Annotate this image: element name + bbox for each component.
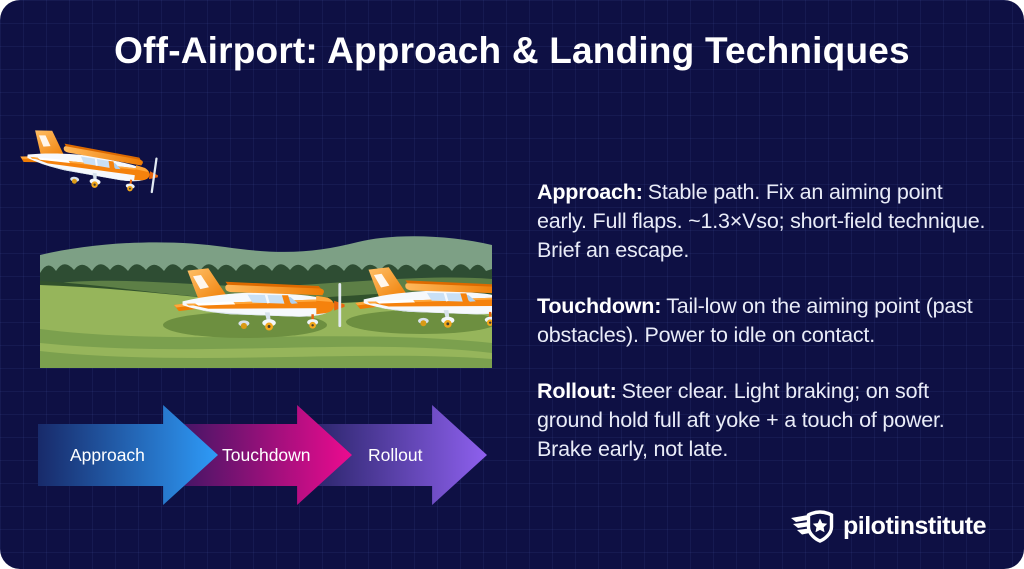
flow-step-label: Approach <box>70 445 145 465</box>
note-rollout: Rollout:Steer clear. Light braking; on s… <box>537 377 989 464</box>
note-rollout-text: Steer clear. Light braking; on soft grou… <box>537 379 945 461</box>
brand-name: pilotinstitute <box>843 512 986 540</box>
winged-star-badge-icon <box>791 510 834 543</box>
page-title: Off-Airport: Approach & Landing Techniqu… <box>114 30 910 71</box>
flow-arrow-approach: Approach <box>38 405 218 505</box>
note-touchdown: Touchdown:Tail-low on the aiming point (… <box>537 292 989 350</box>
flow-arrows: Approach Touchdown Rollout <box>0 405 512 505</box>
field-scene <box>40 236 492 368</box>
note-approach-text: Stable path. Fix an aiming point early. … <box>537 180 986 262</box>
note-approach-label: Approach: <box>537 180 643 204</box>
flow-step-label: Rollout <box>368 445 423 465</box>
brand-logo: pilotinstitute <box>789 510 986 543</box>
technique-notes: Approach:Stable path. Fix an aiming poin… <box>537 178 989 491</box>
landing-field-illustration <box>40 233 492 368</box>
note-approach: Approach:Stable path. Fix an aiming poin… <box>537 178 989 265</box>
note-touchdown-label: Touchdown: <box>537 294 662 318</box>
note-rollout-label: Rollout: <box>537 379 617 403</box>
airplane-icon <box>16 125 164 198</box>
note-touchdown-text: Tail-low on the aiming point (past obsta… <box>537 294 973 347</box>
flow-step-label: Touchdown <box>222 445 311 465</box>
flying-airplane-illustration <box>16 125 173 202</box>
